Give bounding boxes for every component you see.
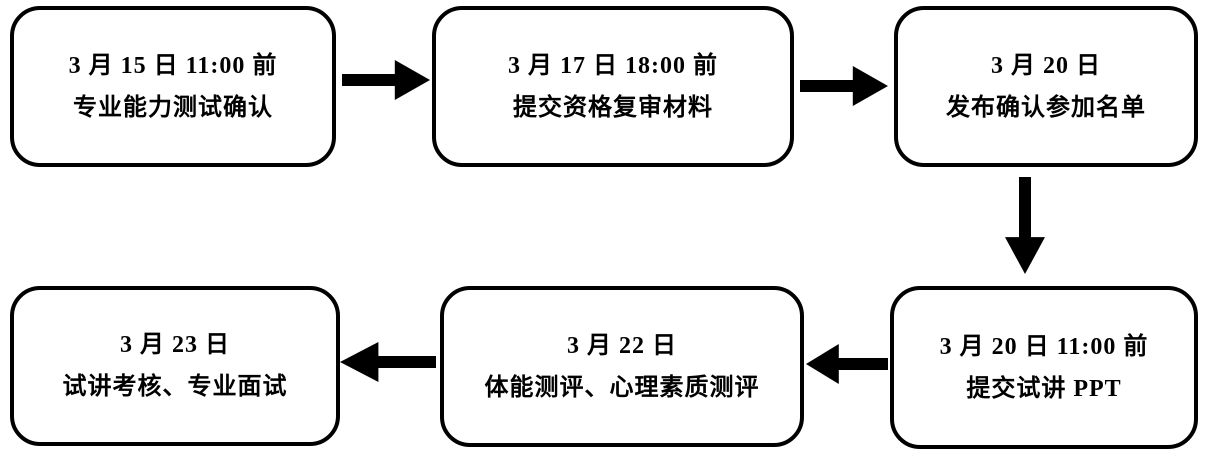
arrow-right-step1-to-step2-icon bbox=[342, 58, 430, 102]
arrow-right-step2-to-step3-icon bbox=[800, 64, 888, 108]
flow-step-2: 3 月 17 日 18:00 前 提交资格复审材料 bbox=[432, 6, 794, 167]
step-4-date: 3 月 20 日 11:00 前 bbox=[939, 333, 1149, 360]
arrow-left-step5-to-step6-icon bbox=[340, 340, 436, 384]
step-6-label: 试讲考核、专业面试 bbox=[62, 374, 288, 400]
arrow-down-step3-to-step4-icon bbox=[1003, 177, 1047, 274]
step-3-date: 3 月 20 日 bbox=[991, 52, 1101, 79]
step-3-label: 发布确认参加名单 bbox=[946, 94, 1146, 121]
step-4-label: 提交试讲 PPT bbox=[966, 375, 1122, 402]
step-5-date: 3 月 22 日 bbox=[567, 332, 677, 359]
step-2-label: 提交资格复审材料 bbox=[513, 94, 713, 121]
flow-step-6: 3 月 23 日 试讲考核、专业面试 bbox=[10, 286, 340, 446]
flow-step-4: 3 月 20 日 11:00 前 提交试讲 PPT bbox=[890, 286, 1198, 449]
flow-step-5: 3 月 22 日 体能测评、心理素质测评 bbox=[440, 286, 804, 447]
step-1-label: 专业能力测试确认 bbox=[73, 94, 273, 121]
step-5-label: 体能测评、心理素质测评 bbox=[484, 374, 760, 401]
step-2-date: 3 月 17 日 18:00 前 bbox=[508, 52, 718, 79]
arrow-left-step4-to-step5-icon bbox=[806, 342, 888, 386]
flow-step-3: 3 月 20 日 发布确认参加名单 bbox=[894, 6, 1198, 167]
flow-step-1: 3 月 15 日 11:00 前 专业能力测试确认 bbox=[10, 6, 336, 167]
step-6-date: 3 月 23 日 bbox=[120, 332, 230, 358]
step-1-date: 3 月 15 日 11:00 前 bbox=[68, 52, 278, 79]
